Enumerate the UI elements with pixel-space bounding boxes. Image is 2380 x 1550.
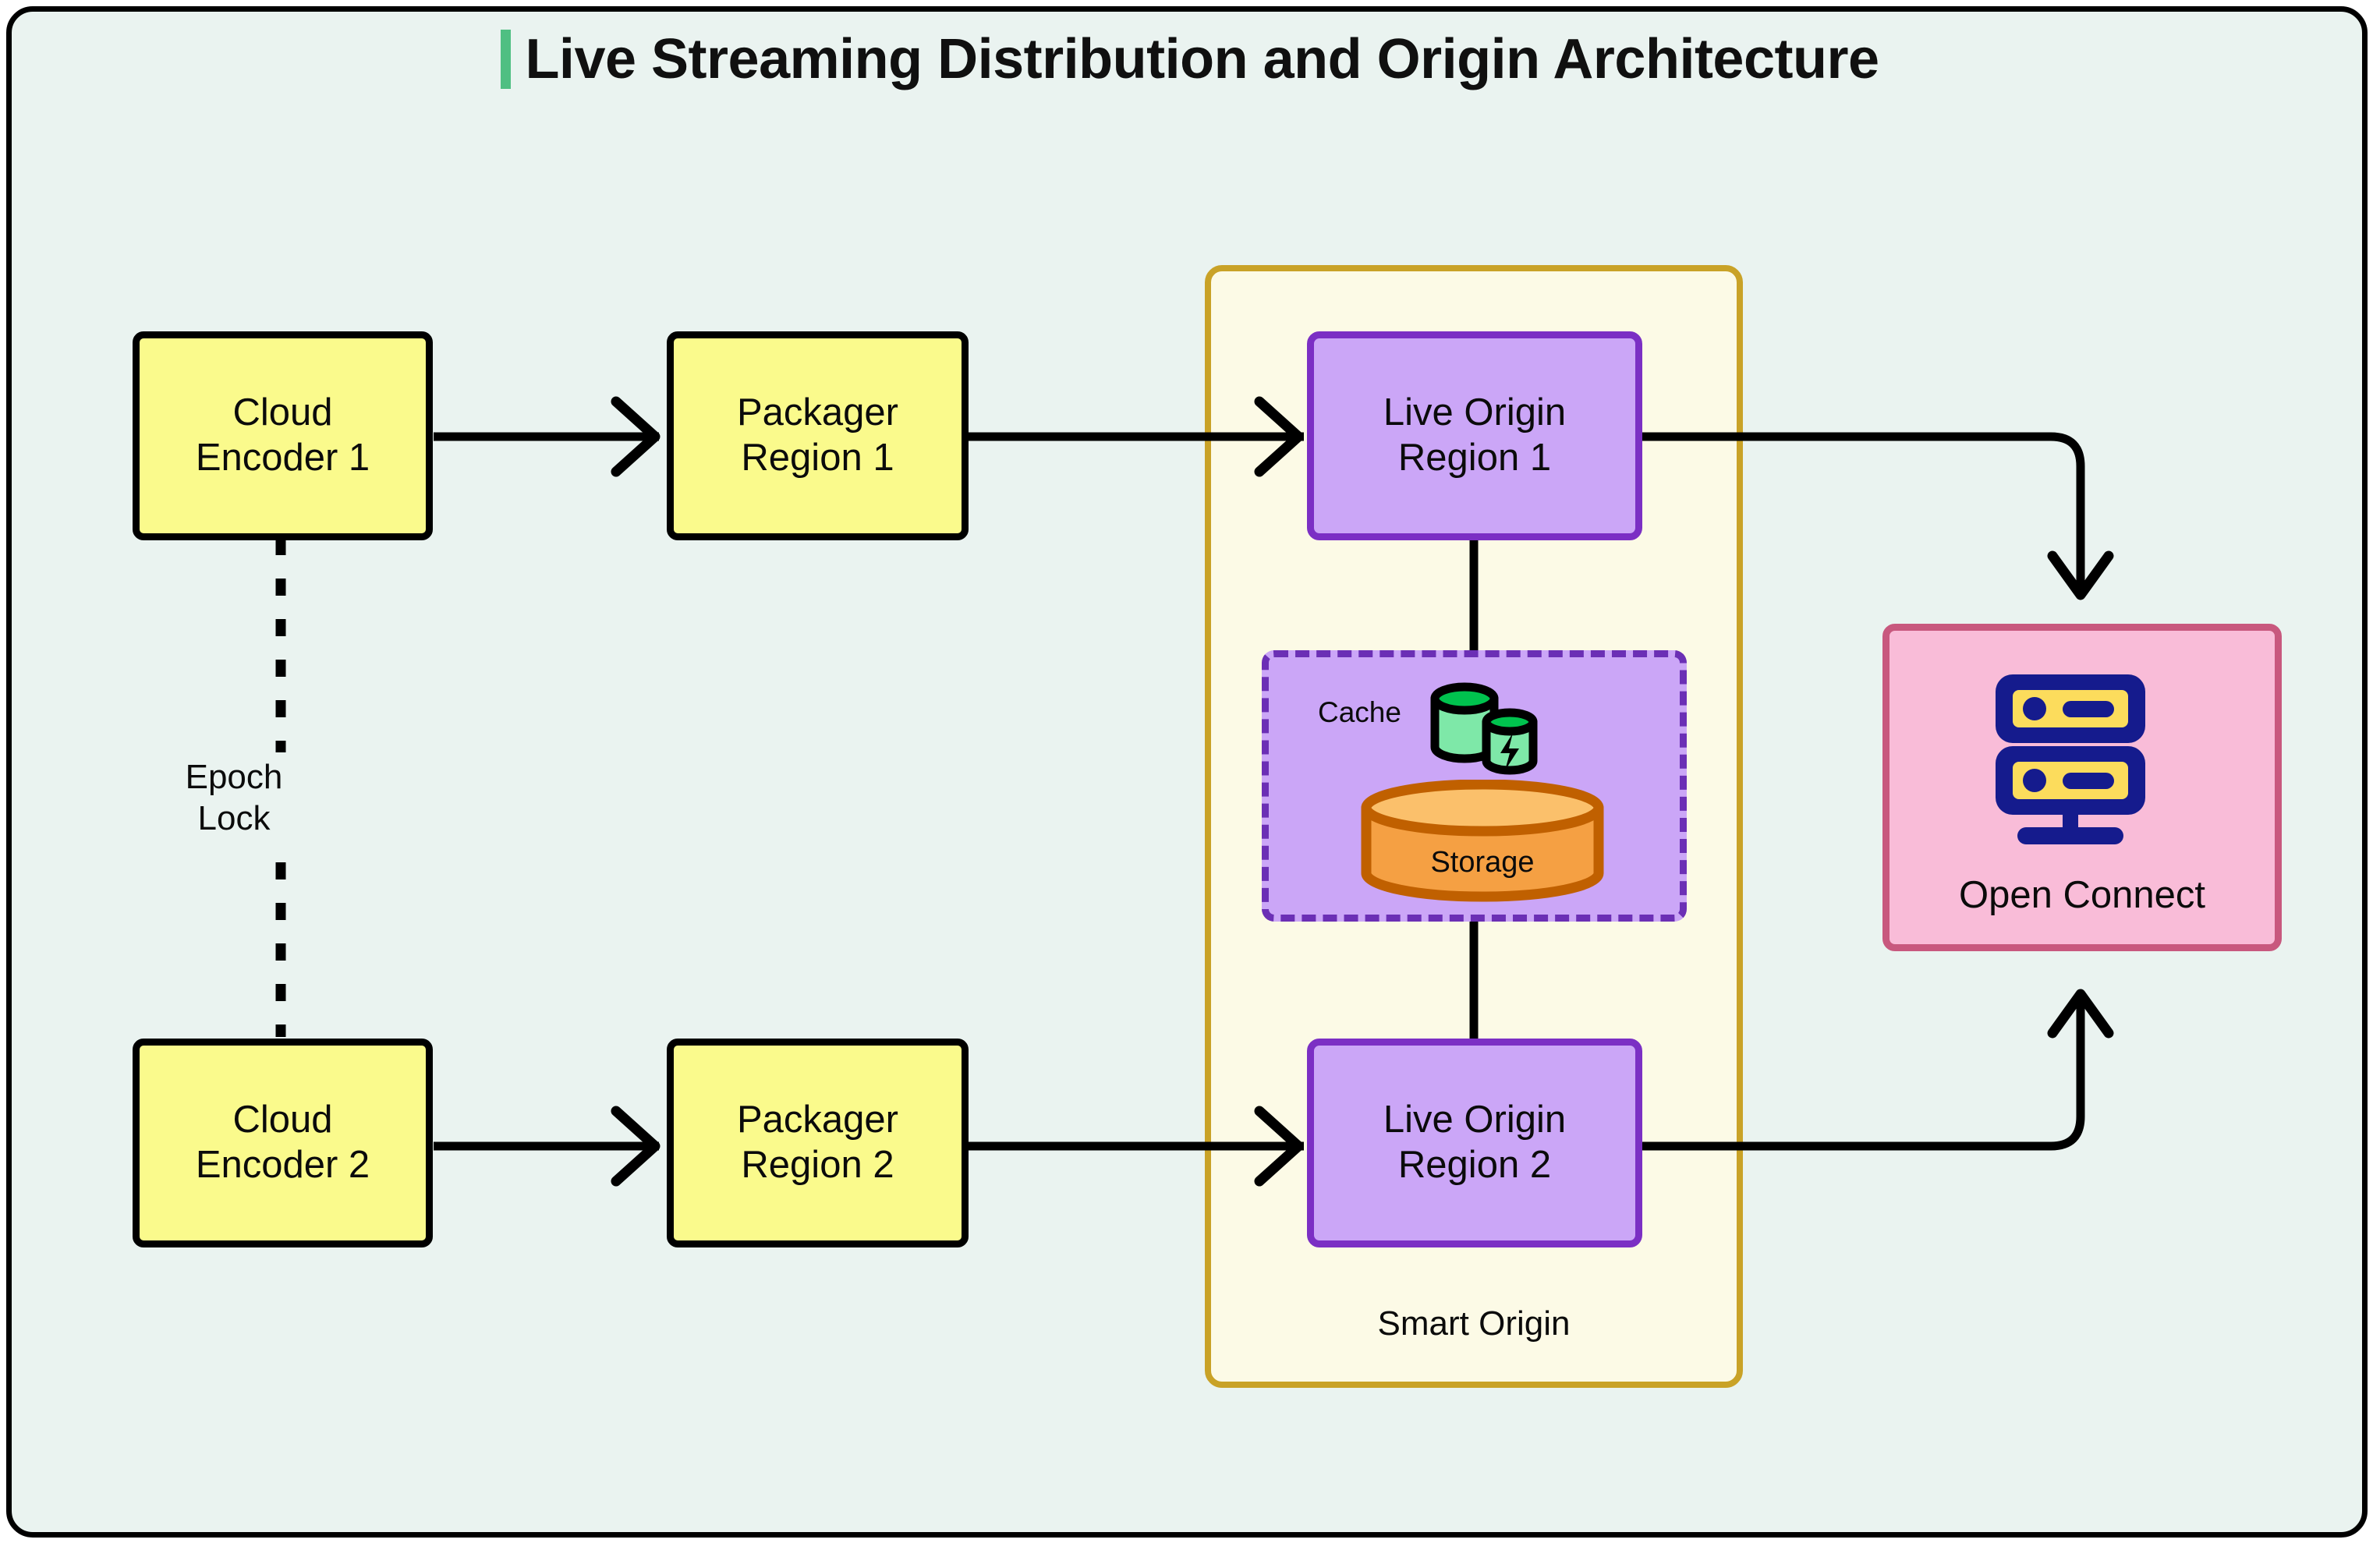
cache-database-icon [1430,682,1538,775]
server-rack-icon [1996,674,2145,844]
node-label-line2: Region 1 [741,437,894,479]
epoch-lock-label: Epoch Lock [164,752,304,844]
node-label-line1: Packager [736,391,898,434]
node-label-line2: Region 2 [1397,1144,1552,1186]
smart-origin-group-label: Smart Origin [1377,1304,1571,1343]
node-packager-region-1[interactable]: Packager Region 1 [667,331,969,540]
node-packager-region-2[interactable]: Packager Region 2 [667,1039,969,1247]
node-label-line1: Cloud [232,391,333,434]
node-label-line1: Live Origin [1383,391,1567,434]
node-label-line2: Region 1 [1397,437,1552,479]
node-label-line2: Encoder 2 [195,1144,370,1186]
node-label-line1: Packager [736,1099,898,1141]
node-live-origin-region-1[interactable]: Live Origin Region 1 [1307,331,1642,540]
epoch-lock-line2: Lock [197,798,271,837]
title-label: Live Streaming Distribution and Origin A… [525,28,1879,90]
node-live-origin-region-2[interactable]: Live Origin Region 2 [1307,1039,1642,1247]
node-label-line2: Region 2 [741,1144,894,1186]
page-title: Live Streaming Distribution and Origin A… [0,30,2380,89]
epoch-lock-line1: Epoch [185,758,283,796]
node-label-line1: Cloud [232,1099,333,1141]
cache-label: Cache [1318,696,1401,728]
title-accent-bar [501,30,512,89]
open-connect-label: Open Connect [1959,874,2205,916]
node-label-line1: Live Origin [1383,1099,1567,1141]
storage-cylinder-icon [1361,780,1604,902]
node-cloud-encoder-1[interactable]: Cloud Encoder 1 [133,331,433,540]
node-cloud-encoder-2[interactable]: Cloud Encoder 2 [133,1039,433,1247]
node-label-line2: Encoder 1 [195,437,370,479]
